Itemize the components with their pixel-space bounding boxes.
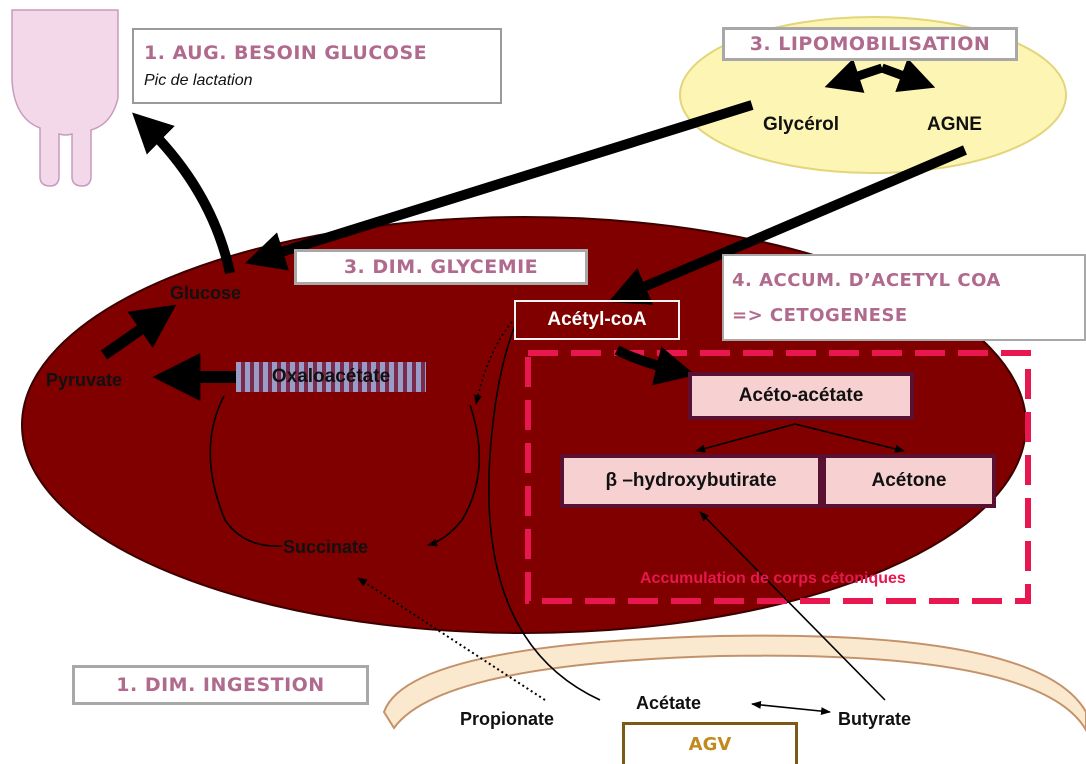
besoin-glucose-box: 1. AUG. BESOIN GLUCOSE Pic de lactation <box>132 28 502 104</box>
oxaloacetate-label: Oxaloacétate <box>236 362 426 392</box>
besoin-glucose-title: 1. AUG. BESOIN GLUCOSE <box>144 42 500 64</box>
arrow-glucose-to-udder <box>145 125 230 273</box>
accum-acetylcoa-box: 4. ACCUM. D’ACETYL COA => CETOGENESE <box>722 254 1086 341</box>
agv-box: AGV <box>622 722 798 764</box>
oxaloacetate-node: Oxaloacétate <box>236 362 426 392</box>
pyruvate-label: Pyruvate <box>46 370 122 391</box>
propionate-label: Propionate <box>460 709 554 730</box>
arrow-acetate-butyrate <box>752 704 830 712</box>
glycerol-label: Glycérol <box>763 114 839 136</box>
hydroxybutirate-box: β –hydroxybutirate <box>560 454 822 508</box>
cetogenese-title: => CETOGENESE <box>732 305 1084 326</box>
lipomobilisation-box: 3. LIPOMOBILISATION <box>722 27 1018 61</box>
besoin-glucose-subtitle: Pic de lactation <box>144 72 500 90</box>
dim-ingestion-box: 1. DIM. INGESTION <box>72 665 369 705</box>
glucose-label: Glucose <box>170 283 241 304</box>
udder-shape <box>12 10 118 186</box>
acetylcoa-node: Acétyl-coA <box>514 300 680 340</box>
accum-acetylcoa-title: 4. ACCUM. D’ACETYL COA <box>732 270 1084 291</box>
corps-cetoniques-label: Accumulation de corps cétoniques <box>640 570 906 588</box>
aceto-acetate-box: Acéto-acétate <box>688 372 914 420</box>
agv-label: AGV <box>689 734 732 755</box>
acetone-box: Acétone <box>822 454 996 508</box>
agne-label: AGNE <box>927 114 982 136</box>
acetate-label: Acétate <box>636 693 701 714</box>
butyrate-label: Butyrate <box>838 709 911 730</box>
succinate-label: Succinate <box>283 537 368 558</box>
dim-glycemie-box: 3. DIM. GLYCEMIE <box>294 249 588 285</box>
